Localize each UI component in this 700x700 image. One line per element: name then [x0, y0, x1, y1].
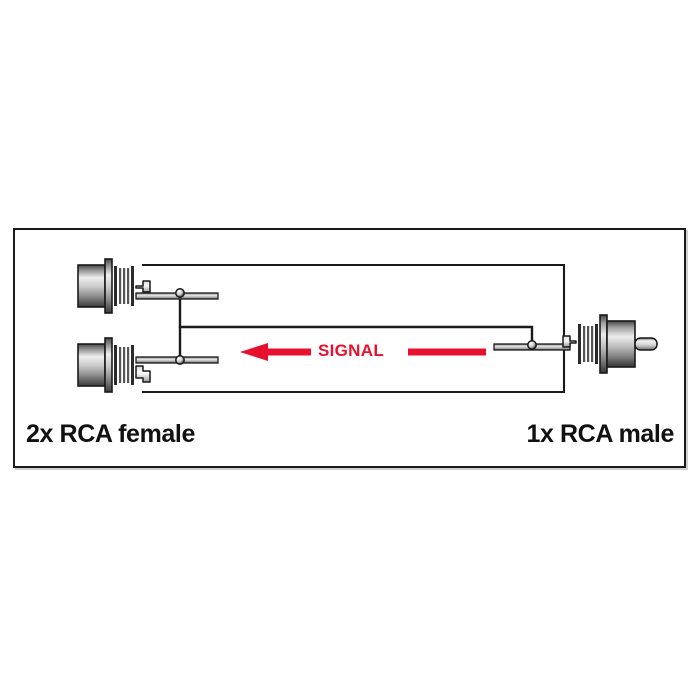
signal-label: SIGNAL [318, 341, 385, 360]
caption-left-connectors: 2x RCA female [26, 420, 195, 448]
caption-right-connector: 1x RCA male [526, 420, 674, 448]
